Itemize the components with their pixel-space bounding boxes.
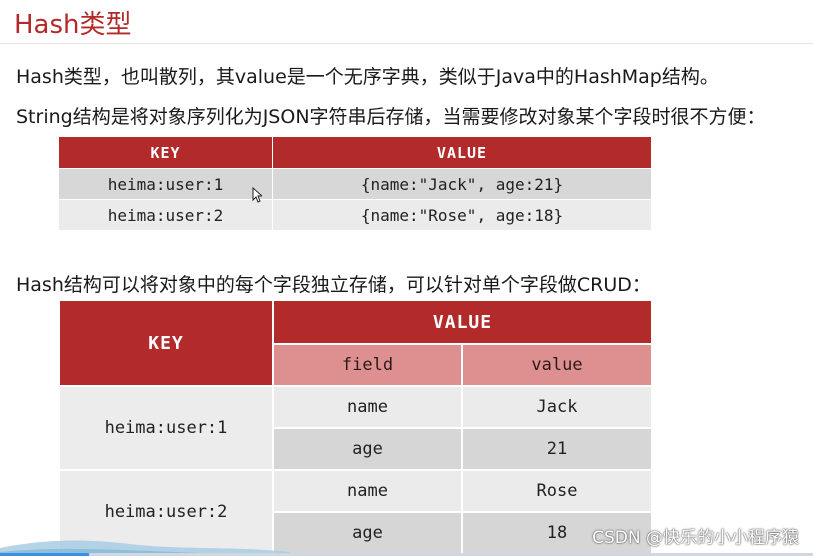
- row-key: heima:user:1: [58, 385, 274, 471]
- table-header-row: KEY VALUE: [58, 299, 653, 387]
- hash-description: Hash类型，也叫散列，其value是一个无序字典，类似于Java中的HashM…: [16, 66, 719, 88]
- video-progress-bar[interactable]: [0, 553, 813, 556]
- value-cell: 21: [461, 427, 653, 471]
- row-value: {name:"Rose", age:18}: [272, 199, 652, 231]
- slide-title: Hash类型: [14, 10, 132, 40]
- value-cell: Jack: [461, 385, 653, 429]
- table-row: age 21: [59, 427, 653, 471]
- table-row: heima:user:2 name Rose: [58, 469, 653, 555]
- title-divider: [0, 43, 813, 44]
- hash-structure-table: KEY VALUE field value heima:user:1 name …: [58, 299, 653, 555]
- csdn-watermark: CSDN @快乐的小小程序猿: [592, 528, 799, 548]
- table-header-row: KEY VALUE: [58, 136, 652, 169]
- field-cell: age: [272, 511, 463, 555]
- key-header: KEY: [58, 299, 274, 387]
- value-header: VALUE: [272, 299, 653, 345]
- hash-structure-note: Hash结构可以将对象中的每个字段独立存储，可以针对单个字段做CRUD：: [16, 274, 651, 296]
- mouse-cursor-icon: [252, 187, 262, 203]
- field-subheader: field: [272, 343, 463, 387]
- video-progress-fill: [0, 553, 90, 556]
- field-cell: age: [272, 427, 463, 471]
- table-row: heima:user:1 name Jack: [58, 385, 653, 471]
- value-cell: Rose: [461, 469, 653, 513]
- table-row: heima:user:1 {name:"Jack", age:21}: [58, 168, 652, 200]
- value-header: VALUE: [272, 136, 652, 169]
- field-cell: name: [272, 385, 463, 429]
- table-row: heima:user:2 {name:"Rose", age:18}: [58, 199, 652, 231]
- key-header: KEY: [58, 136, 273, 169]
- field-cell: name: [272, 469, 463, 513]
- row-key: heima:user:2: [58, 469, 274, 555]
- row-key: heima:user:2: [58, 199, 273, 231]
- string-structure-table: KEY VALUE heima:user:1 {name:"Jack", age…: [58, 136, 652, 231]
- value-subheader: value: [461, 343, 653, 387]
- table-subheader-row: field value: [59, 343, 653, 387]
- string-structure-note: String结构是将对象序列化为JSON字符串后存储，当需要修改对象某个字段时很…: [16, 106, 766, 128]
- table-row: age 18: [59, 511, 653, 555]
- row-key: heima:user:1: [58, 168, 273, 200]
- row-value: {name:"Jack", age:21}: [272, 168, 652, 200]
- value-cell: 18: [461, 511, 653, 555]
